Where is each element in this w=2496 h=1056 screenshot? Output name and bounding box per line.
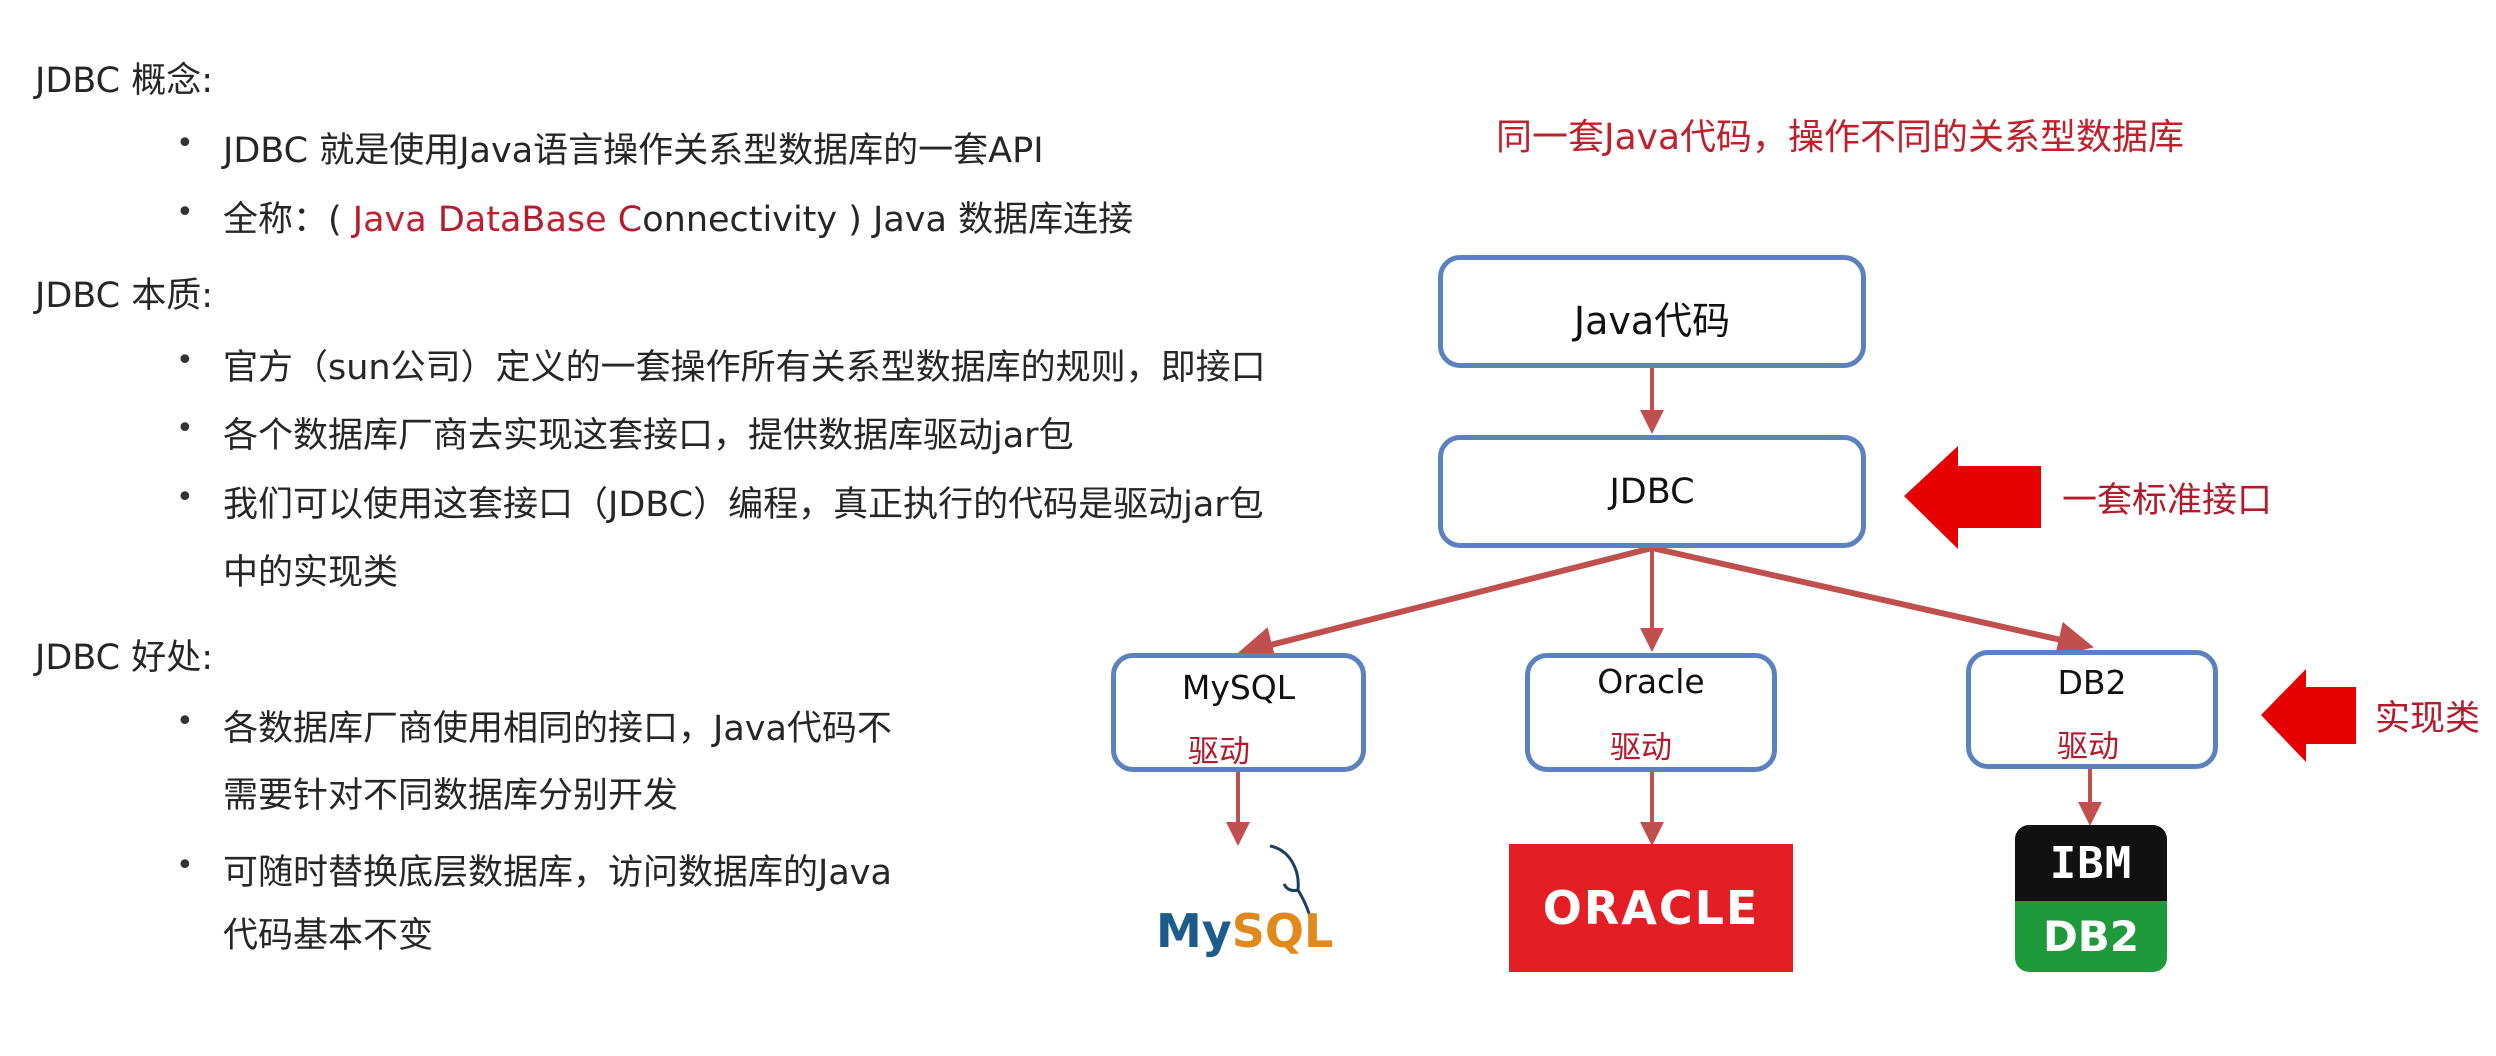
benefits-bullet-2-continued: 代码基本不变: [223, 916, 434, 956]
essence-bullet-1: 官方（sun公司）定义的一套操作所有关系型数据库的规则，即接口: [223, 348, 1266, 388]
bullet-icon: •: [176, 195, 194, 230]
db2-driver-box: DB2 驱动: [1966, 650, 2218, 769]
bullet-icon: •: [176, 411, 194, 446]
fullname-ata: ata: [464, 200, 522, 240]
benefits-bullet-1-continued: 需要针对不同数据库分别开发: [223, 776, 679, 816]
concept-bullet-1: JDBC 就是使用Java语言操作关系型数据库的一套API: [223, 131, 1044, 171]
arrow-jdbc-to-mysql: [1237, 545, 1653, 663]
ibm-logo-text: IBM: [2015, 825, 2167, 902]
impl-note: 实现类: [2375, 699, 2481, 739]
initial-b: B: [521, 200, 546, 240]
mysql-logo: MySQL: [1156, 840, 1333, 970]
concept-bullet-2: 全称：( Java DataBase Connectivity ) Java 数…: [223, 191, 1133, 242]
essence-bullet-3: 我们可以使用这套接口（JDBC）编程，真正执行的代码是驱动jar包: [223, 485, 1264, 525]
jdbc-note: 一套标准接口: [2062, 481, 2273, 521]
jdbc-box: JDBC: [1438, 435, 1866, 548]
db2-logo-text: DB2: [2015, 901, 2167, 972]
java-code-box: Java代码: [1438, 255, 1866, 368]
jdbc-label: JDBC: [1609, 472, 1695, 512]
oracle-logo-text: ORACLE: [1542, 881, 1760, 935]
oracle-logo: ORACLE: [1509, 844, 1793, 972]
essence-bullet-2: 各个数据库厂商去实现这套接口，提供数据库驱动jar包: [223, 416, 1074, 456]
fullname-prefix: 全称：(: [223, 200, 353, 240]
oracle-driver-label: 驱动: [1610, 730, 1672, 766]
initial-j: J: [352, 200, 364, 240]
mysql-logo-sql: SQL: [1231, 904, 1334, 958]
mysql-driver-label: 驱动: [1188, 734, 1250, 770]
bullet-icon: •: [176, 704, 194, 739]
pointer-arrow-jdbc: [1904, 446, 2041, 549]
benefits-bullet-2: 可随时替换底层数据库，访问数据库的Java: [223, 853, 892, 893]
fullname-suffix: onnectivity ) Java 数据库连接: [642, 200, 1134, 240]
bullet-icon: •: [176, 343, 194, 378]
arrow-jdbc-to-db2: [1651, 545, 2094, 657]
initial-d: D: [437, 200, 465, 240]
oracle-driver-name: Oracle: [1597, 662, 1705, 701]
pointer-arrow-impl: [2261, 669, 2356, 762]
ibm-db2-logo: IBM DB2: [2015, 825, 2167, 972]
bullet-icon: •: [176, 480, 194, 515]
oracle-driver-box: Oracle 驱动: [1525, 653, 1777, 772]
dolphin-icon: [1269, 844, 1314, 927]
section-heading-essence: JDBC 本质:: [35, 276, 214, 316]
java-code-label: Java代码: [1573, 299, 1731, 343]
bullet-icon: •: [176, 848, 194, 883]
bullet-icon: •: [176, 126, 194, 161]
section-heading-benefits: JDBC 好处:: [35, 638, 214, 678]
mysql-driver-name: MySQL: [1181, 668, 1296, 707]
db2-driver-label: 驱动: [2057, 729, 2119, 765]
mysql-logo-my: My: [1156, 904, 1232, 958]
benefits-bullet-1: 各数据库厂商使用相同的接口，Java代码不: [223, 709, 892, 749]
section-heading-concept: JDBC 概念:: [35, 61, 214, 101]
initial-c: C: [617, 200, 643, 240]
fullname-ase: ase: [545, 200, 618, 240]
essence-bullet-3-continued: 中的实现类: [223, 553, 399, 593]
mysql-driver-box: MySQL 驱动: [1111, 653, 1366, 772]
db2-driver-name: DB2: [2057, 663, 2127, 702]
fullname-ava: ava: [363, 200, 438, 240]
diagram-caption: 同一套Java代码，操作不同的关系型数据库: [1496, 117, 2185, 158]
